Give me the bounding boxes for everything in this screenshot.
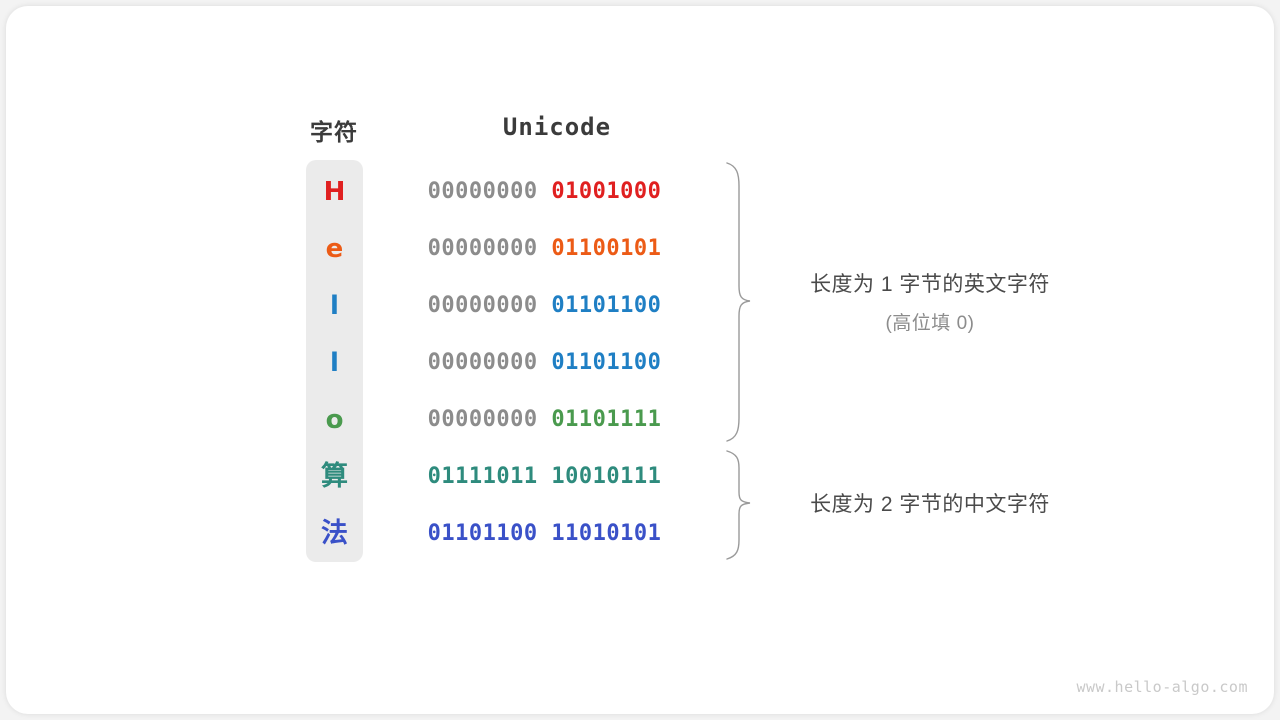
low-byte: 01100101	[551, 236, 662, 261]
high-byte: 00000000	[427, 407, 538, 432]
figure-card	[6, 6, 1274, 714]
annotation-one-byte-line1: 长度为 1 字节的英文字符	[810, 273, 1050, 296]
unicode-bits-cell: 00000000 01100101	[363, 236, 726, 261]
unicode-bits-cell: 00000000 01101111	[363, 407, 726, 432]
high-byte: 01101100	[427, 521, 538, 546]
unicode-bits-cell: 00000000 01101100	[363, 350, 726, 375]
low-byte: 11010101	[551, 521, 662, 546]
table-row: o 00000000 01101111	[306, 391, 726, 448]
character-column-background	[306, 160, 363, 562]
table-row: H 00000000 01001000	[306, 163, 726, 220]
annotation-two-byte: 长度为 2 字节的中文字符	[760, 488, 1100, 518]
low-byte: 10010111	[551, 464, 662, 489]
unicode-bits-cell: 00000000 01101100	[363, 293, 726, 318]
character-cell: H	[323, 176, 346, 207]
low-byte: 01101111	[551, 407, 662, 432]
character-cell: o	[325, 404, 344, 435]
annotation-two-byte-line1: 长度为 2 字节的中文字符	[810, 493, 1050, 516]
character-cell: 算	[321, 461, 348, 492]
column-header-unicode: Unicode	[502, 113, 612, 141]
unicode-bits-cell: 00000000 01001000	[363, 179, 726, 204]
character-cell: e	[325, 233, 344, 264]
table-row: l 00000000 01101100	[306, 334, 726, 391]
column-header-character: 字符	[310, 119, 358, 145]
annotation-one-byte: 长度为 1 字节的英文字符 (高位填 0)	[760, 268, 1100, 335]
high-byte: 01111011	[427, 464, 538, 489]
high-byte: 00000000	[427, 293, 538, 318]
character-cell: l	[330, 347, 339, 378]
low-byte: 01001000	[551, 179, 662, 204]
annotation-one-byte-line2: (高位填 0)	[885, 313, 975, 334]
high-byte: 00000000	[427, 236, 538, 261]
character-cell: l	[330, 290, 339, 321]
high-byte: 00000000	[427, 179, 538, 204]
character-cell: 法	[321, 518, 348, 549]
low-byte: 01101100	[551, 350, 662, 375]
low-byte: 01101100	[551, 293, 662, 318]
table-row: 法 01101100 11010101	[306, 505, 726, 562]
table-row: 算 01111011 10010111	[306, 448, 726, 505]
table-row: e 00000000 01100101	[306, 220, 726, 277]
table-row: l 00000000 01101100	[306, 277, 726, 334]
unicode-bits-cell: 01101100 11010101	[363, 521, 726, 546]
watermark: www.hello-algo.com	[1076, 678, 1248, 696]
high-byte: 00000000	[427, 350, 538, 375]
unicode-bits-cell: 01111011 10010111	[363, 464, 726, 489]
